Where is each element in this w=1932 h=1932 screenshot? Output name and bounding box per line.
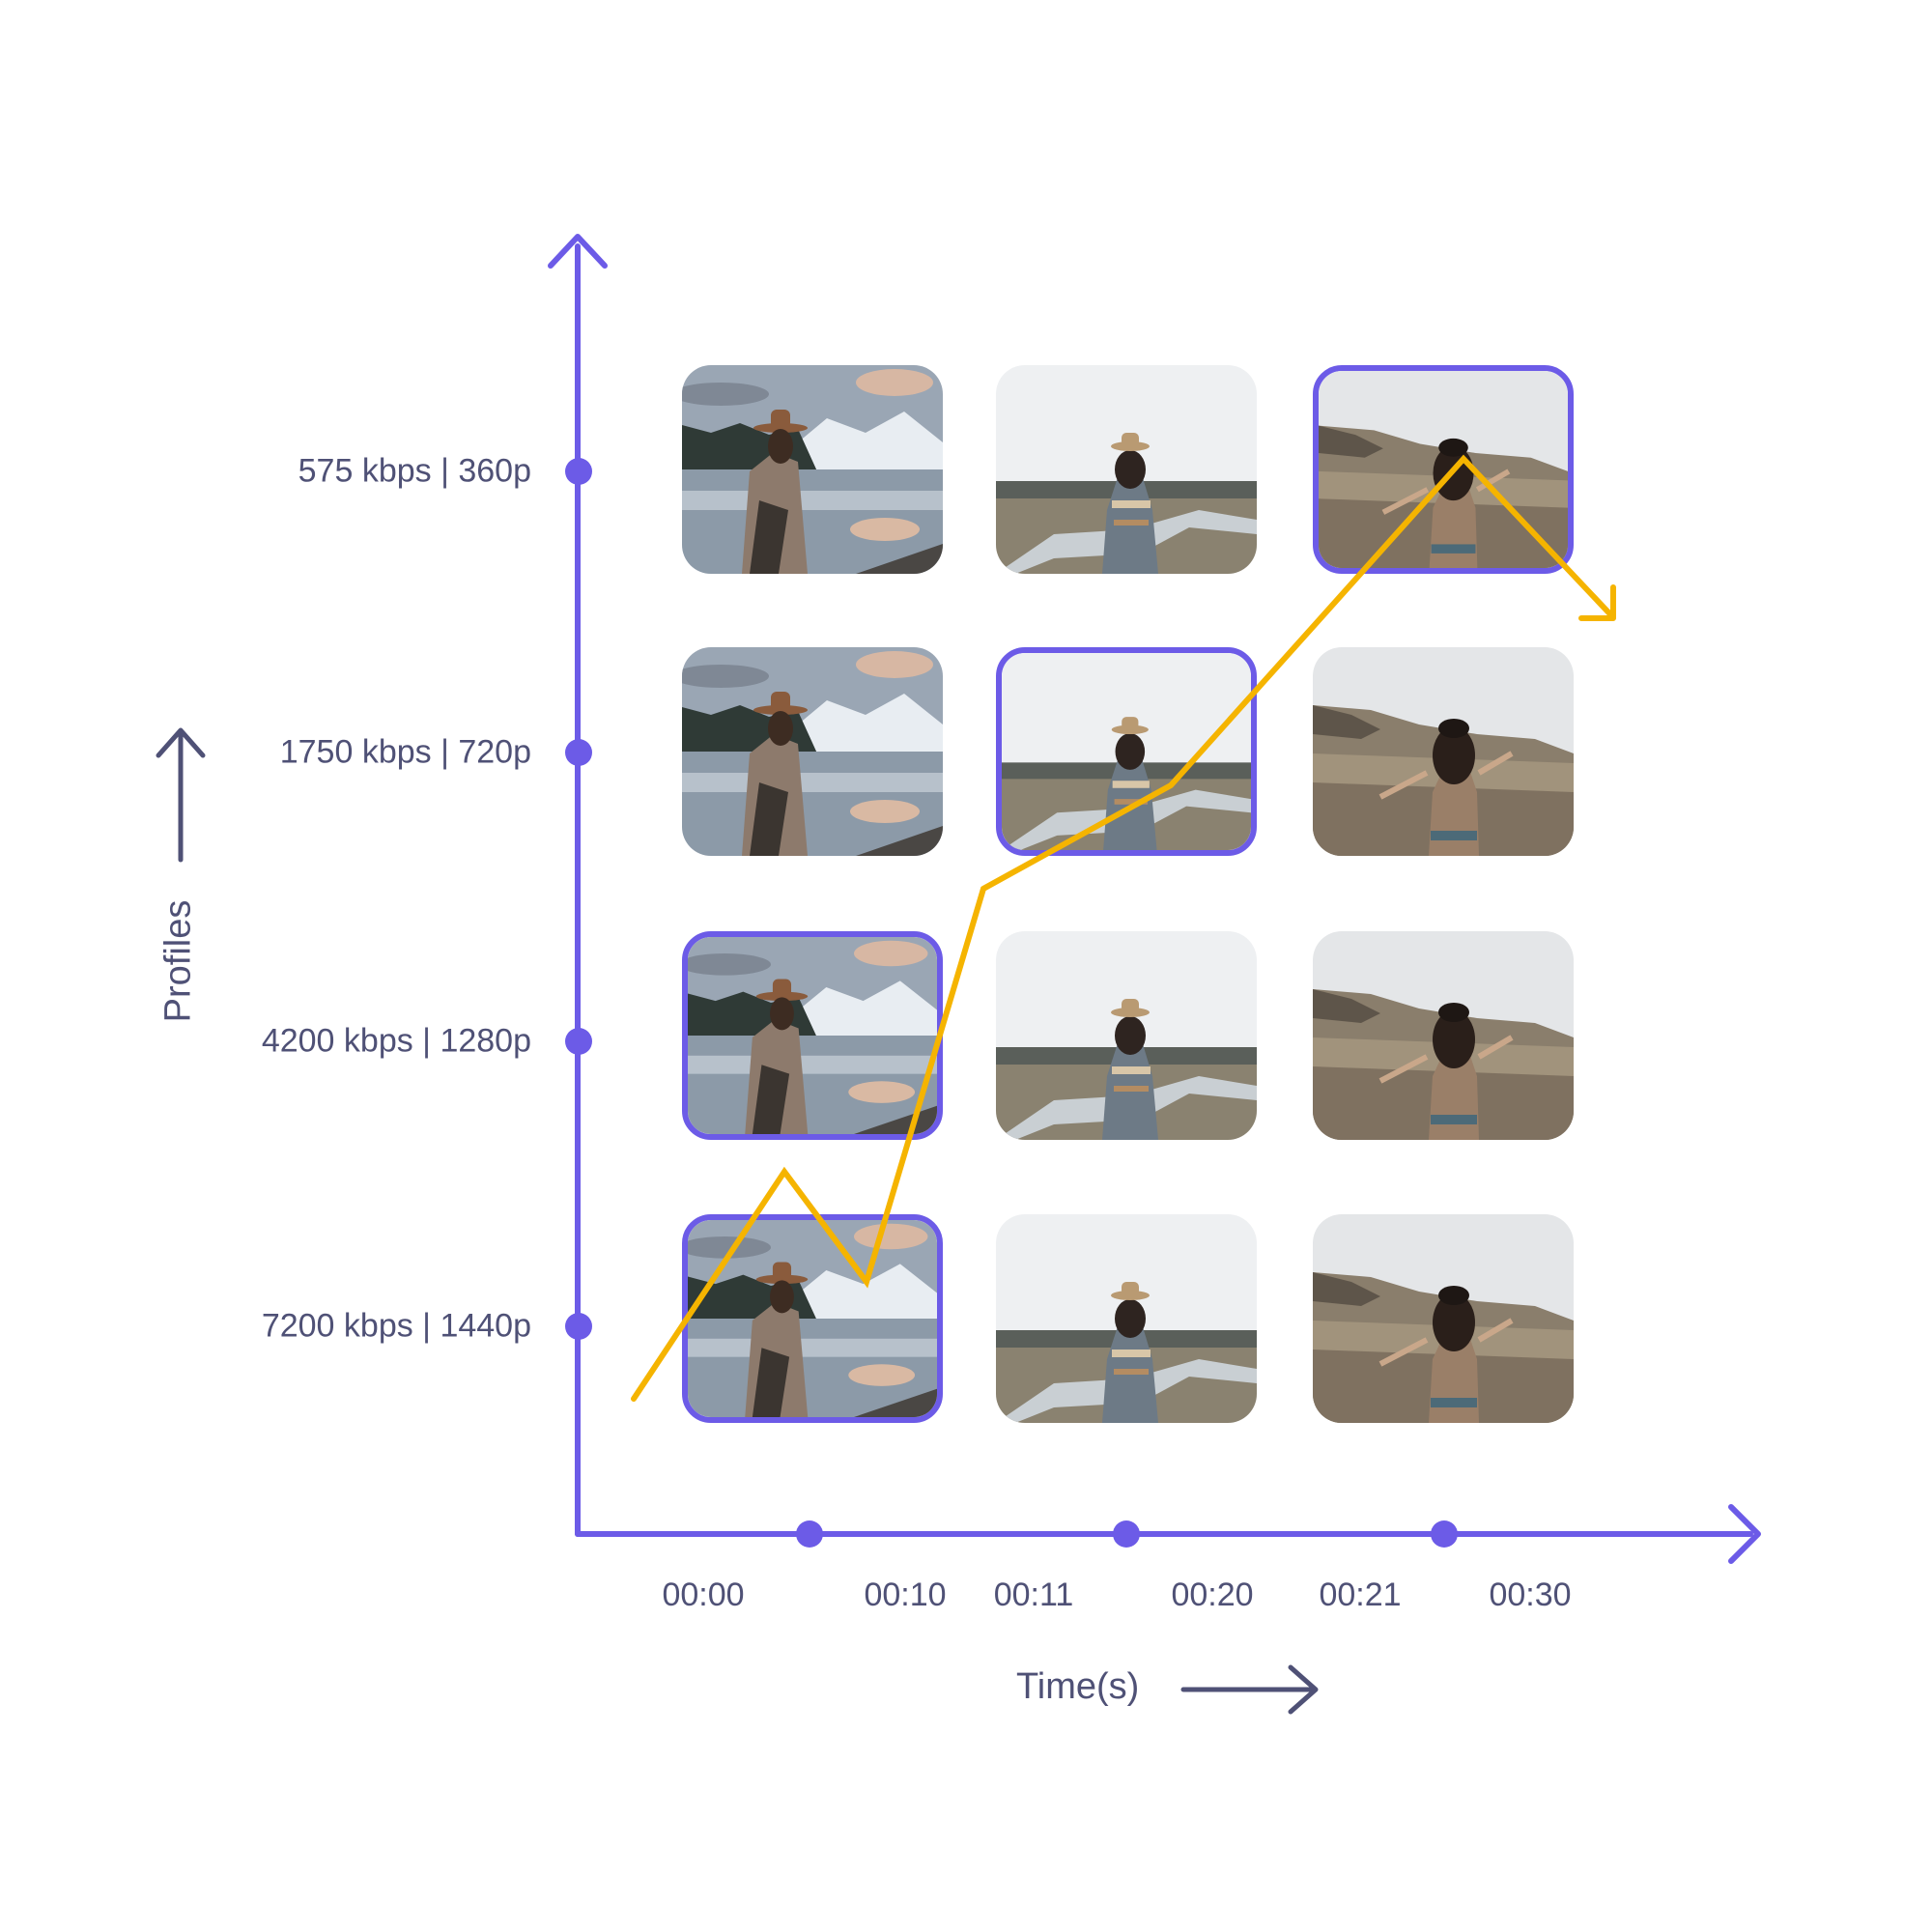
time-arrowhead bbox=[1288, 1664, 1319, 1715]
profile-label-1: 1750 kbps | 720p bbox=[279, 733, 531, 771]
woman-on-trail-photo-4 bbox=[996, 1214, 1257, 1423]
lake-woman-hat-photo-2 bbox=[682, 647, 943, 856]
time-label-5: 00:30 bbox=[1489, 1577, 1572, 1613]
lake-woman-hat-photo-4 bbox=[682, 1214, 943, 1423]
woman-in-field-photo-2 bbox=[1313, 647, 1574, 856]
time-label-4: 00:21 bbox=[1319, 1577, 1402, 1613]
woman-in-field-photo-3 bbox=[1313, 931, 1574, 1140]
y-tick-360p bbox=[565, 458, 592, 485]
woman-in-field-photo-4 bbox=[1313, 1214, 1574, 1423]
woman-on-trail-photo-2 bbox=[996, 647, 1257, 856]
y-tick-720p bbox=[565, 739, 592, 766]
profile-label-3: 7200 kbps | 1440p bbox=[261, 1307, 531, 1345]
x-axis-arrowhead bbox=[1728, 1504, 1761, 1564]
y-tick-1280p bbox=[565, 1028, 592, 1055]
x-tick-segment-3 bbox=[1431, 1520, 1458, 1548]
lake-woman-hat-photo-1 bbox=[682, 365, 943, 574]
woman-on-trail-photo-3 bbox=[996, 931, 1257, 1140]
y-axis-title: Profiles bbox=[157, 899, 199, 1023]
time-label-3: 00:20 bbox=[1171, 1577, 1254, 1613]
x-tick-segment-2 bbox=[1113, 1520, 1140, 1548]
profile-label-2: 4200 kbps | 1280p bbox=[261, 1022, 531, 1060]
lake-woman-hat-photo-3 bbox=[682, 931, 943, 1140]
x-axis-title: Time(s) bbox=[1016, 1666, 1140, 1707]
woman-on-trail-photo-1 bbox=[996, 365, 1257, 574]
time-label-1: 00:10 bbox=[864, 1577, 947, 1613]
x-tick-segment-1 bbox=[796, 1520, 823, 1548]
y-axis-arrowhead bbox=[548, 234, 608, 269]
time-label-2: 00:11 bbox=[993, 1577, 1074, 1613]
y-tick-1440p bbox=[565, 1313, 592, 1340]
profiles-arrowhead bbox=[156, 727, 206, 758]
time-label-0: 00:00 bbox=[662, 1577, 745, 1613]
profile-label-0: 575 kbps | 360p bbox=[298, 452, 531, 490]
woman-in-field-photo-1 bbox=[1313, 365, 1574, 574]
